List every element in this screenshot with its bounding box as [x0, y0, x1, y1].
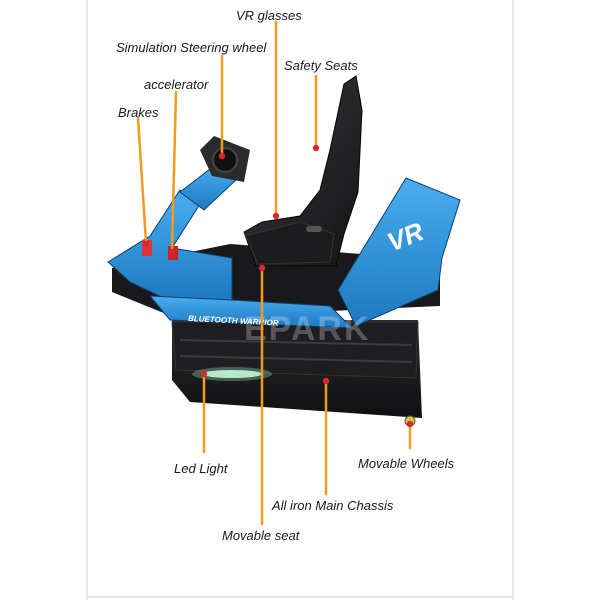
- label-steering-wheel: Simulation Steering wheel: [116, 40, 267, 55]
- leader-brakes: [136, 116, 148, 244]
- label-movable-seat: Movable seat: [222, 528, 300, 543]
- label-brakes: Brakes: [118, 105, 159, 120]
- label-movable-wheels: Movable Wheels: [358, 456, 455, 471]
- led-light-glow: [192, 367, 272, 381]
- label-vr-glasses: VR glasses: [236, 8, 302, 23]
- safety-seat: [243, 75, 363, 267]
- label-safety-seats: Safety Seats: [284, 58, 358, 73]
- watermark-text: EPARK: [244, 310, 371, 348]
- label-accelerator: accelerator: [144, 77, 209, 92]
- leader-accelerator: [170, 90, 178, 252]
- marker-accelerator: [168, 248, 176, 256]
- seat-cushion: [245, 221, 335, 265]
- frame-right-border: [512, 0, 514, 600]
- seat-handle: [306, 226, 322, 232]
- marker-movable-wheels: [406, 420, 414, 428]
- marker-main-chassis: [322, 377, 330, 385]
- skirt-fold: [179, 355, 413, 363]
- label-main-chassis: All iron Main Chassis: [272, 498, 394, 513]
- marker-brakes: [142, 240, 150, 248]
- marker-led-light: [200, 370, 208, 378]
- marker-safety-seats: [312, 144, 320, 152]
- led-light-strip: [202, 370, 262, 378]
- marker-vr-glasses: [272, 212, 280, 220]
- base-blue-strip: [148, 295, 354, 329]
- skirt-fold: [179, 339, 413, 346]
- marker-movable-seat: [258, 264, 266, 272]
- steering-wheel: [212, 147, 238, 173]
- frame-bottom-border: [86, 596, 514, 598]
- label-led-light: Led Light: [174, 461, 228, 476]
- marker-steering-wheel: [218, 152, 226, 160]
- brake-pedal: [142, 240, 152, 256]
- frame-left-border: [86, 0, 88, 600]
- side-blue-panel: [337, 177, 461, 327]
